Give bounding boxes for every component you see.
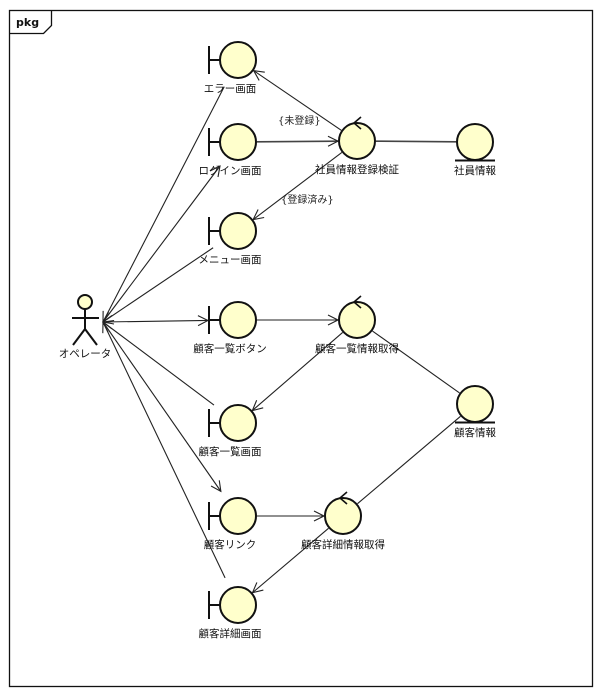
- nodes-layer: オペレータ エラー画面ログイン画面メニュー画面顧客一覧ボタン顧客一覧画面顧客リンク…: [59, 41, 496, 640]
- node-label: 顧客一覧画面: [199, 445, 262, 458]
- control-customer-list-fetch[interactable]: 顧客一覧情報取得: [315, 295, 399, 355]
- edge-employee-verify-to-menu-screen: {登録済み}: [253, 152, 343, 219]
- edge-error-screen-to-operator: [103, 86, 225, 322]
- edge-operator-to-login-screen: [102, 166, 220, 323]
- guard-label: {登録済み}: [281, 193, 334, 206]
- frame-border: [8, 9, 594, 688]
- boundary-icon: [208, 41, 257, 79]
- entity-icon: [455, 123, 495, 162]
- node-label: 社員情報: [454, 164, 496, 177]
- edge-customer-list-fetch-to-customer-list-screen: [252, 332, 343, 410]
- control-customer-detail-fetch[interactable]: 顧客詳細情報取得: [301, 491, 385, 551]
- boundary-icon: [208, 404, 257, 442]
- edge-line: [375, 140, 457, 143]
- edge-line: [103, 322, 226, 579]
- entity-icon: [455, 385, 495, 424]
- edge-customer-list-screen-to-operator: [103, 322, 215, 406]
- node-label: 顧客リンク: [204, 538, 257, 551]
- node-label: メニュー画面: [199, 254, 262, 266]
- edge-employee-verify-to-employee-info: [375, 140, 457, 143]
- edge-line: [256, 141, 338, 142]
- boundary-customer-list-button[interactable]: 顧客一覧ボタン: [193, 301, 267, 355]
- boundary-customer-list-screen[interactable]: 顧客一覧画面: [199, 404, 262, 458]
- node-label: 顧客詳細画面: [199, 627, 262, 640]
- boundary-icon: [208, 497, 257, 535]
- edge-customer-list-fetch-to-customer-info: [372, 330, 460, 394]
- node-label: 顧客一覧ボタン: [193, 342, 267, 355]
- node-label: 顧客詳細情報取得: [301, 538, 385, 551]
- actor-stick-figure-icon: [72, 294, 99, 346]
- boundary-error-screen[interactable]: エラー画面: [204, 41, 257, 95]
- actor-operator[interactable]: オペレータ: [59, 294, 112, 360]
- edges-layer: {未登録} {登録済み}: [103, 71, 461, 593]
- boundary-menu-screen[interactable]: メニュー画面: [199, 212, 262, 266]
- boundary-customer-detail-screen[interactable]: 顧客詳細画面: [199, 586, 262, 640]
- boundary-icon: [208, 586, 257, 624]
- boundary-login-screen[interactable]: ログイン画面: [199, 123, 262, 177]
- edge-operator-to-customer-list-button: [102, 320, 208, 322]
- boundary-icon: [208, 301, 257, 339]
- actor-label: オペレータ: [59, 348, 112, 360]
- edge-line: [103, 247, 214, 322]
- frame-label: pkg: [16, 16, 39, 29]
- node-label: エラー画面: [204, 83, 257, 95]
- entity-customer-info[interactable]: 顧客情報: [454, 385, 496, 439]
- edge-operator-to-customer-link: [102, 321, 221, 491]
- edge-line: [103, 322, 215, 406]
- edge-line: [102, 166, 220, 323]
- edge-customer-detail-fetch-to-customer-detail-screen: [252, 527, 329, 592]
- boundary-icon: [208, 212, 257, 250]
- frame-tab: [9, 10, 53, 35]
- entity-employee-info[interactable]: 社員情報: [454, 123, 496, 177]
- control-icon: [338, 116, 376, 160]
- node-label: 顧客一覧情報取得: [315, 342, 399, 355]
- boundary-customer-link[interactable]: 顧客リンク: [204, 497, 257, 551]
- edge-line: [372, 330, 460, 394]
- edge-customer-detail-screen-to-operator: [103, 322, 226, 579]
- edge-line: [254, 71, 342, 131]
- control-icon: [338, 295, 376, 339]
- edge-employee-verify-to-error-screen: {未登録}: [254, 71, 342, 131]
- guard-label: {未登録}: [278, 114, 321, 127]
- edge-line: [252, 332, 343, 410]
- edge-line: [103, 86, 225, 322]
- control-icon: [324, 491, 362, 535]
- edge-customer-detail-fetch-to-customer-info: [357, 415, 461, 505]
- edge-line: [357, 415, 461, 505]
- edge-menu-screen-to-operator: [103, 247, 214, 322]
- edge-login-screen-to-employee-verify: [256, 141, 338, 142]
- control-employee-verify[interactable]: 社員情報登録検証: [315, 116, 399, 176]
- edge-line: [252, 527, 329, 592]
- edge-line: [253, 152, 343, 219]
- edge-line: [102, 320, 208, 322]
- node-label: ログイン画面: [199, 164, 262, 177]
- boundary-icon: [208, 123, 257, 161]
- node-label: 社員情報登録検証: [315, 163, 399, 176]
- edge-line: [102, 321, 221, 491]
- node-label: 顧客情報: [454, 426, 496, 439]
- package-frame: pkg: [8, 9, 594, 688]
